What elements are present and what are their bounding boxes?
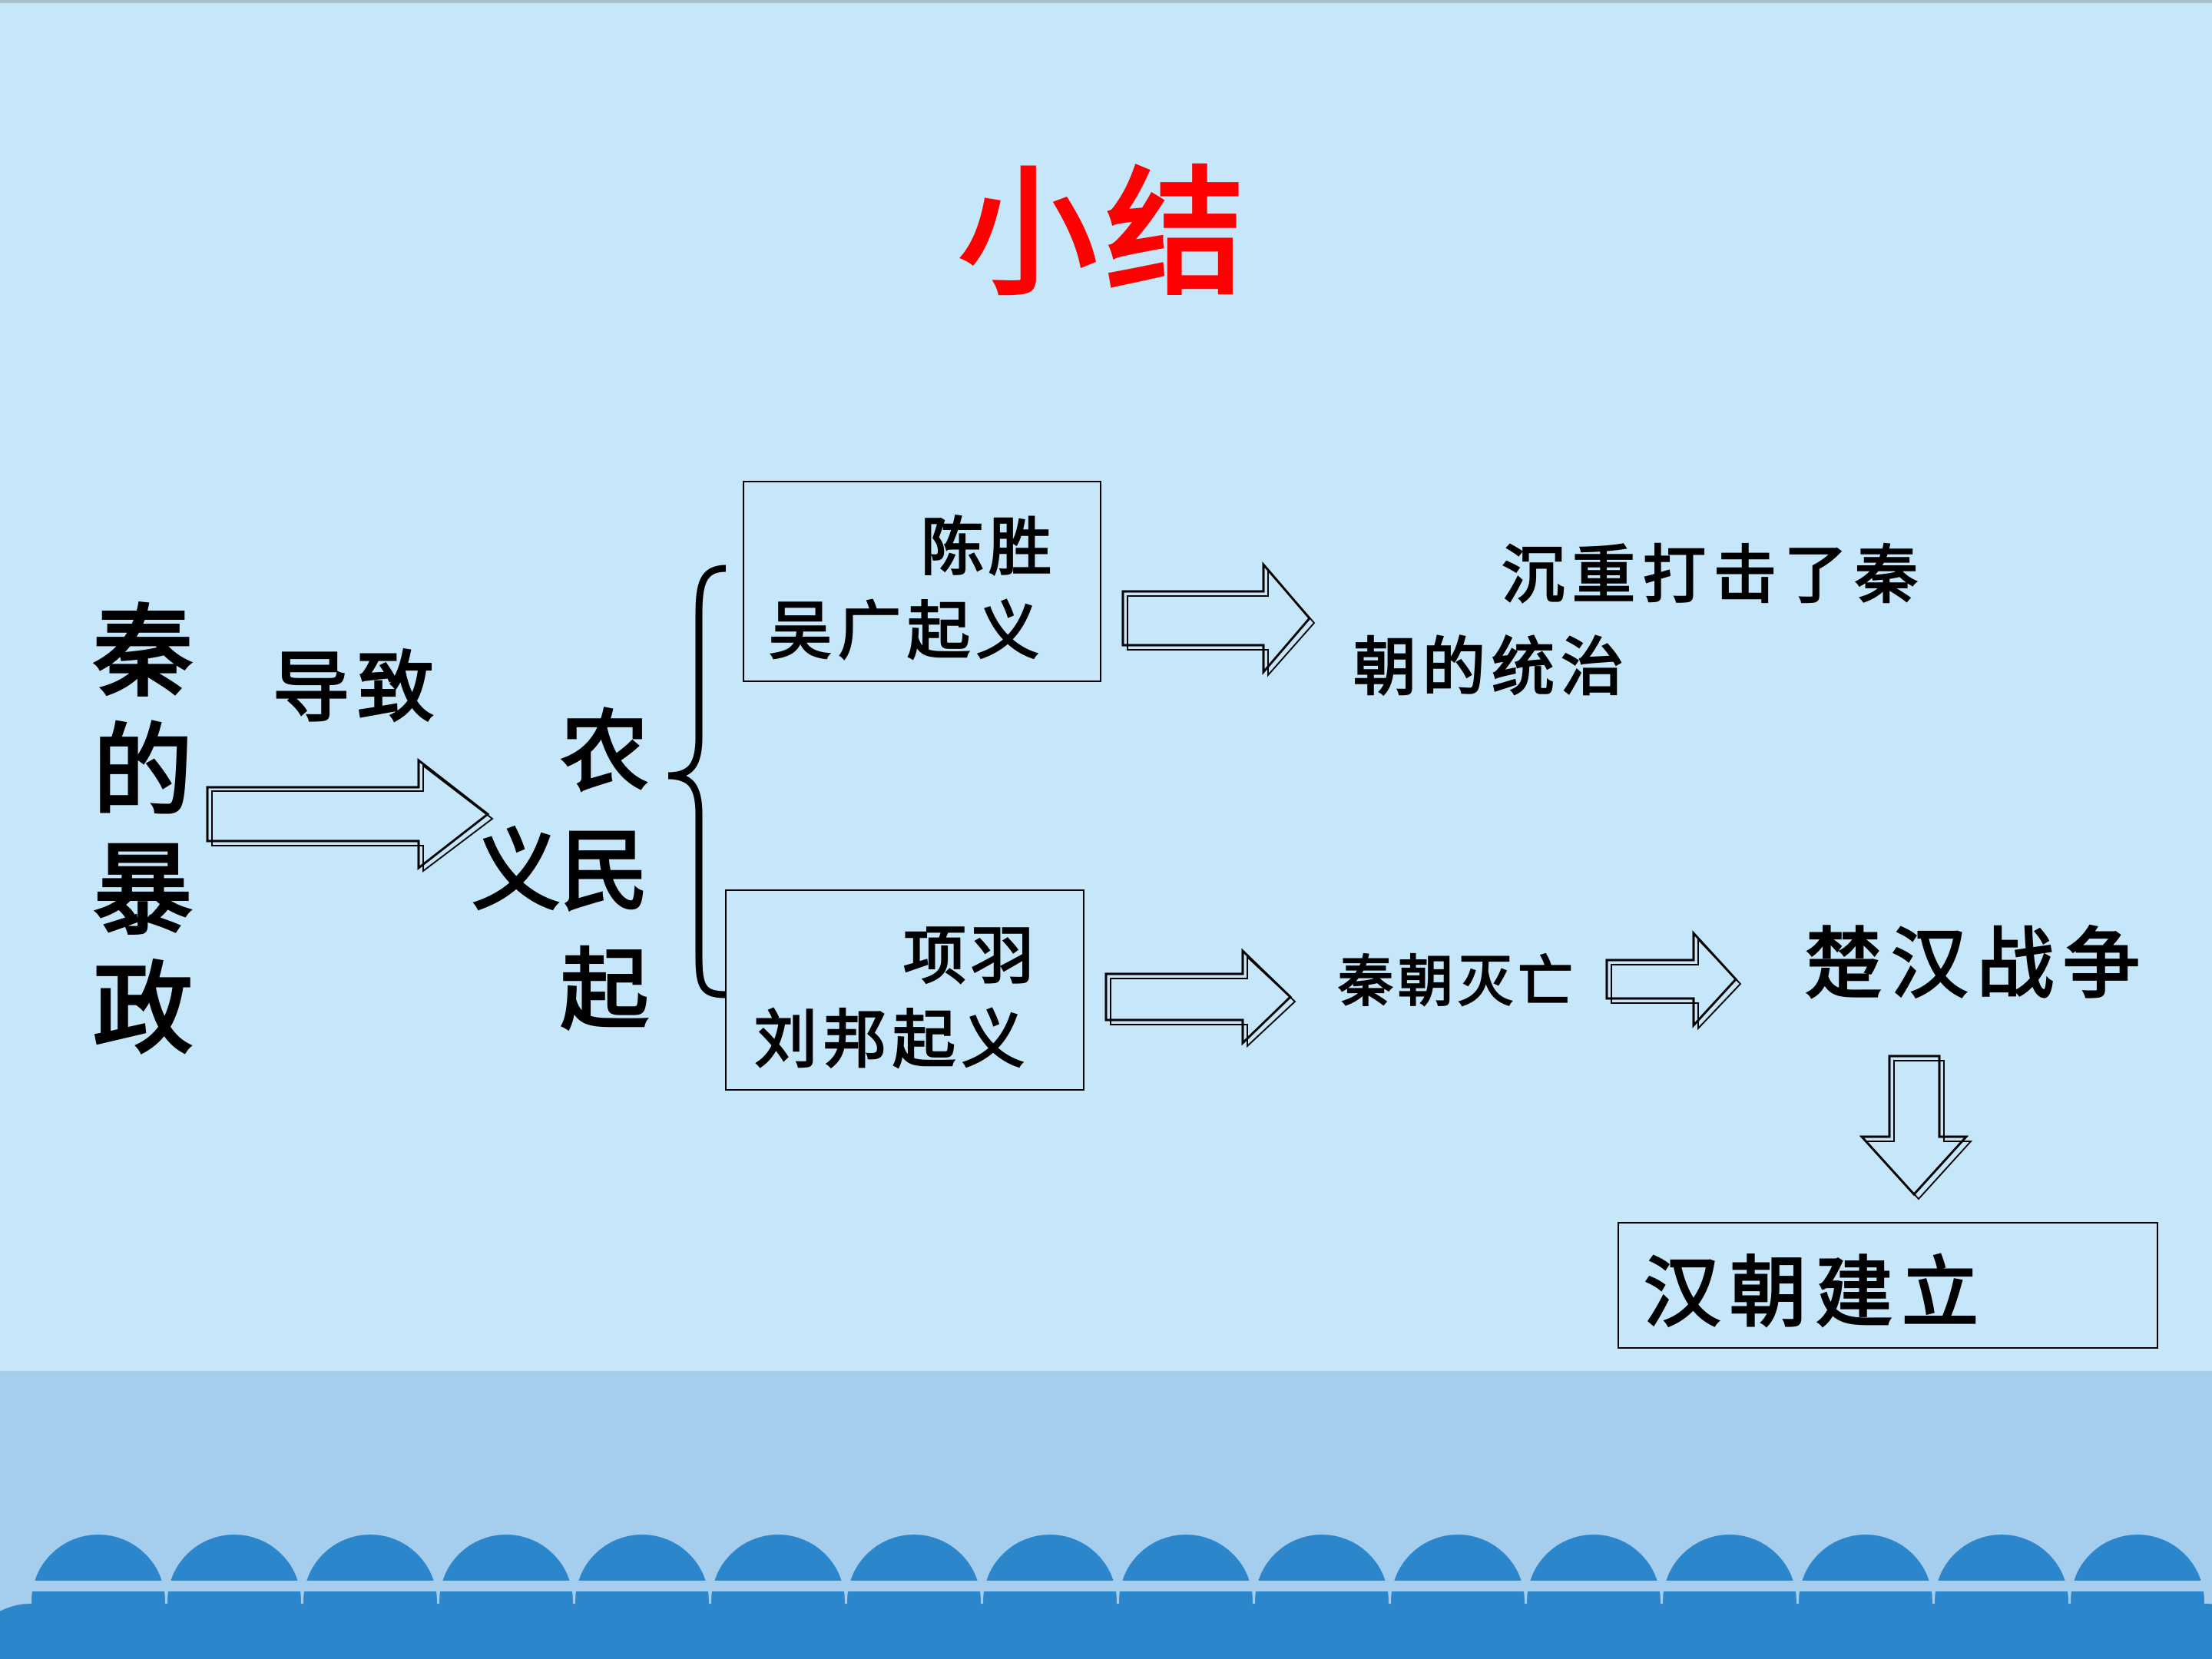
cause-label: 秦的暴政 (76, 599, 194, 1075)
result-qin-fall: 秦朝灭亡 (1338, 949, 1578, 1014)
uprising-label: 农民起义 (457, 704, 649, 1062)
box-chen-wu-line1: 陈胜 (921, 511, 1057, 584)
box-xiang-liu-line1: 项羽 (903, 919, 1039, 993)
arrow-label-lead-to: 导致 (273, 642, 442, 733)
slide-background (0, 0, 2212, 1371)
box-xiang-liu-line2: 刘邦起义 (754, 1003, 1031, 1077)
wave-decoration (0, 1535, 2212, 1659)
chu-han-war: 楚汉战争 (1805, 919, 2149, 1009)
box-chen-wu-line2: 吴广起义 (769, 594, 1046, 668)
slide-title: 小结 (958, 153, 1253, 315)
box-han-founded: 汉朝建立 (1618, 1222, 2158, 1349)
han-founded: 汉朝建立 (1644, 1247, 1988, 1338)
result-chen-wu-line2: 朝的统治 (1353, 631, 1631, 704)
top-border-line (0, 0, 2212, 3)
box-xiang-liu: 项羽 刘邦起义 (725, 889, 1084, 1091)
box-chen-wu: 陈胜 吴广起义 (743, 481, 1101, 682)
result-chen-wu-line1: 沉重打击了秦 (1502, 538, 1926, 612)
